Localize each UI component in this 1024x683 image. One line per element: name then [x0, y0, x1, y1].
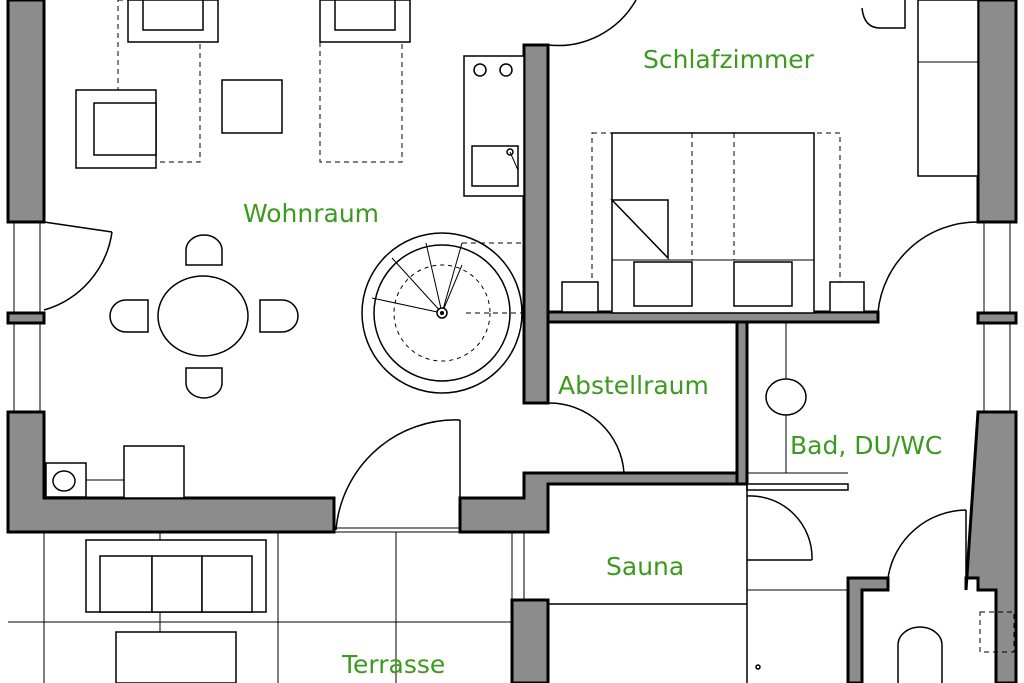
door-wc	[887, 509, 967, 579]
label-wohnraum: Wohnraum	[243, 199, 379, 228]
wall-left-pier	[6, 311, 46, 325]
wall-sauna-left	[510, 598, 550, 683]
label-sauna: Sauna	[606, 552, 684, 581]
door-left	[43, 231, 113, 311]
spiral-staircase	[361, 232, 524, 394]
room-labels: Schlafzimmer Wohnraum Abstellraum Bad, D…	[243, 45, 942, 679]
wall-left-upper	[6, 0, 46, 224]
door-bath	[746, 495, 813, 561]
dining-table	[157, 275, 249, 357]
terrace-grid	[8, 532, 525, 683]
bedroom-furniture	[561, 0, 979, 314]
label-abstellraum: Abstellraum	[558, 371, 709, 400]
side-table	[221, 79, 283, 134]
wall-right-upper	[976, 0, 1018, 224]
wall-storage-right	[735, 320, 749, 486]
wall-right-pier	[976, 311, 1018, 325]
walls	[6, 0, 1018, 683]
wall-bottom-middle	[458, 471, 749, 534]
door-bottom	[335, 419, 461, 531]
doors	[43, 0, 979, 579]
washbasin	[765, 378, 807, 416]
door-storage	[547, 402, 625, 474]
label-bad: Bad, DU/WC	[790, 431, 942, 460]
wall-central-vertical	[522, 43, 550, 405]
chair-bottom	[185, 367, 223, 399]
label-schlafzimmer: Schlafzimmer	[643, 45, 815, 74]
door-bedroom	[877, 221, 979, 313]
wall-left-lower	[6, 410, 336, 534]
windows	[13, 222, 1011, 533]
kitchen	[463, 55, 525, 197]
chair-left	[109, 299, 149, 333]
door-top	[547, 0, 637, 47]
chair-top	[185, 234, 223, 266]
living-furniture	[45, 0, 411, 499]
toilet	[897, 626, 943, 683]
bathroom-fixtures	[746, 322, 1015, 683]
label-terrasse: Terrasse	[341, 650, 445, 679]
chair-right	[259, 299, 299, 333]
wall-right-lower	[964, 410, 1018, 683]
wall-wc-partition	[846, 576, 890, 683]
sauna	[548, 484, 848, 683]
